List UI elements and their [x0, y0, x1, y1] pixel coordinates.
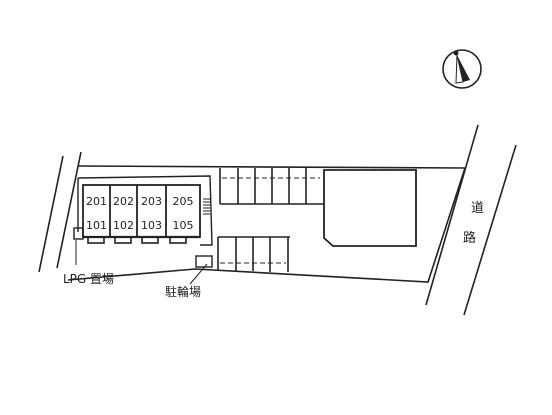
bicycle-parking-label: 駐輪場	[165, 284, 201, 299]
unit-102: 102	[113, 219, 134, 232]
unit-labels: 201 202 203 205 101 102 103 105	[86, 195, 194, 232]
road	[425, 124, 517, 316]
road-label-2: 路	[463, 230, 476, 246]
neighboring-structure	[323, 169, 417, 247]
bicycle-leader-line	[189, 263, 208, 285]
road-label-1: 道	[471, 201, 484, 216]
unit-202: 202	[113, 195, 134, 208]
north-arrow-icon	[442, 49, 482, 89]
unit-105: 105	[173, 219, 194, 232]
apartment-building	[77, 175, 213, 246]
stairs	[203, 198, 210, 215]
balconies	[87, 236, 187, 244]
parking-lower	[217, 236, 290, 272]
unit-201: 201	[86, 195, 107, 208]
unit-103: 103	[141, 219, 162, 232]
lpg-storage	[73, 227, 84, 240]
bicycle-parking	[195, 255, 213, 268]
unit-203: 203	[141, 195, 162, 208]
lpg-label: LPG 置場	[63, 272, 114, 286]
parking-upper	[219, 168, 324, 205]
unit-205: 205	[173, 195, 194, 208]
unit-101: 101	[86, 219, 107, 232]
lot-boundary	[67, 165, 467, 283]
left-boundary	[38, 151, 82, 273]
